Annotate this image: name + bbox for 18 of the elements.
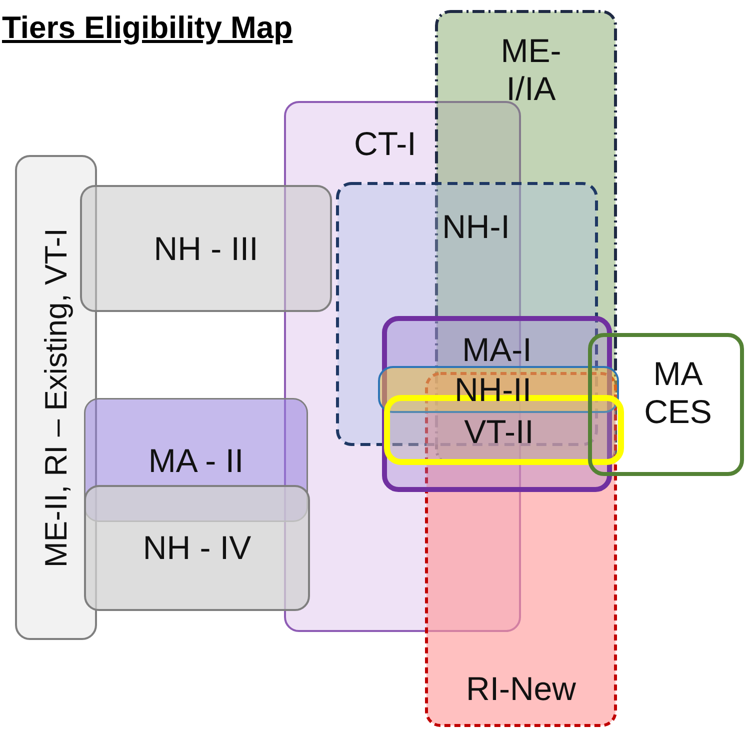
region-label: VT-II — [463, 413, 535, 451]
region-box — [15, 155, 97, 640]
vertical-label: ME-II, RI – Existing, VT-I — [38, 226, 74, 569]
region-box — [80, 185, 332, 312]
diagram-title: Tiers Eligibility Map — [2, 10, 293, 46]
region-label: NH - IV — [142, 529, 252, 567]
region-box — [336, 182, 598, 446]
region-label: CT-I — [354, 125, 418, 163]
region-label: MA-I — [461, 331, 533, 369]
region-label: MA - II — [147, 442, 245, 480]
region-label: NH - III — [152, 230, 260, 268]
region-label: ME-I/IA — [500, 32, 562, 108]
region-box — [588, 333, 744, 476]
region-box — [382, 316, 612, 492]
region-label: RI-New — [464, 670, 577, 708]
region-label: NH-I — [441, 208, 511, 246]
region-box — [84, 485, 310, 611]
region-label: MA CES — [643, 355, 713, 431]
